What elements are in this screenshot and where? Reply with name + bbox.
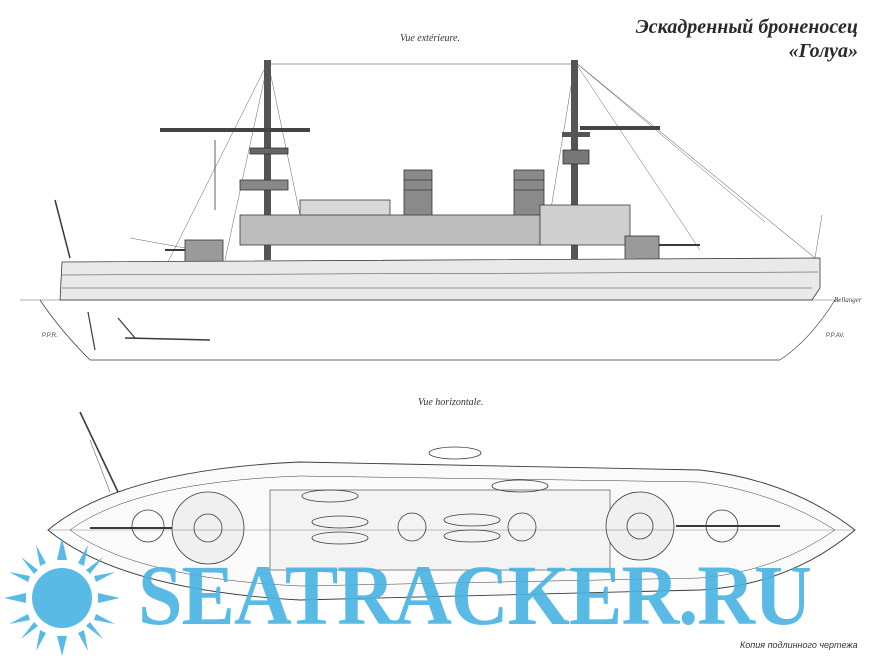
fwd-perpendicular-mark: P.P.AV. [826, 333, 845, 339]
title-line-2: «Голуа» [788, 40, 858, 62]
side-view-label: Vue extérieure. [400, 33, 460, 44]
watermark-text: SEATRACKER.RU [138, 547, 812, 643]
watermark-logo [4, 538, 120, 656]
plan-view [47, 411, 856, 601]
draftsman-signature: Bellanger [834, 296, 862, 304]
copy-caption: Копия подлинного чертежа [740, 640, 858, 650]
side-elevation [20, 60, 840, 361]
plan-view-label: Vue horizontale. [418, 397, 484, 408]
aft-perpendicular-mark: P.P.R. [42, 333, 58, 339]
title-line-1: Эскадренный броненосец [635, 16, 858, 38]
